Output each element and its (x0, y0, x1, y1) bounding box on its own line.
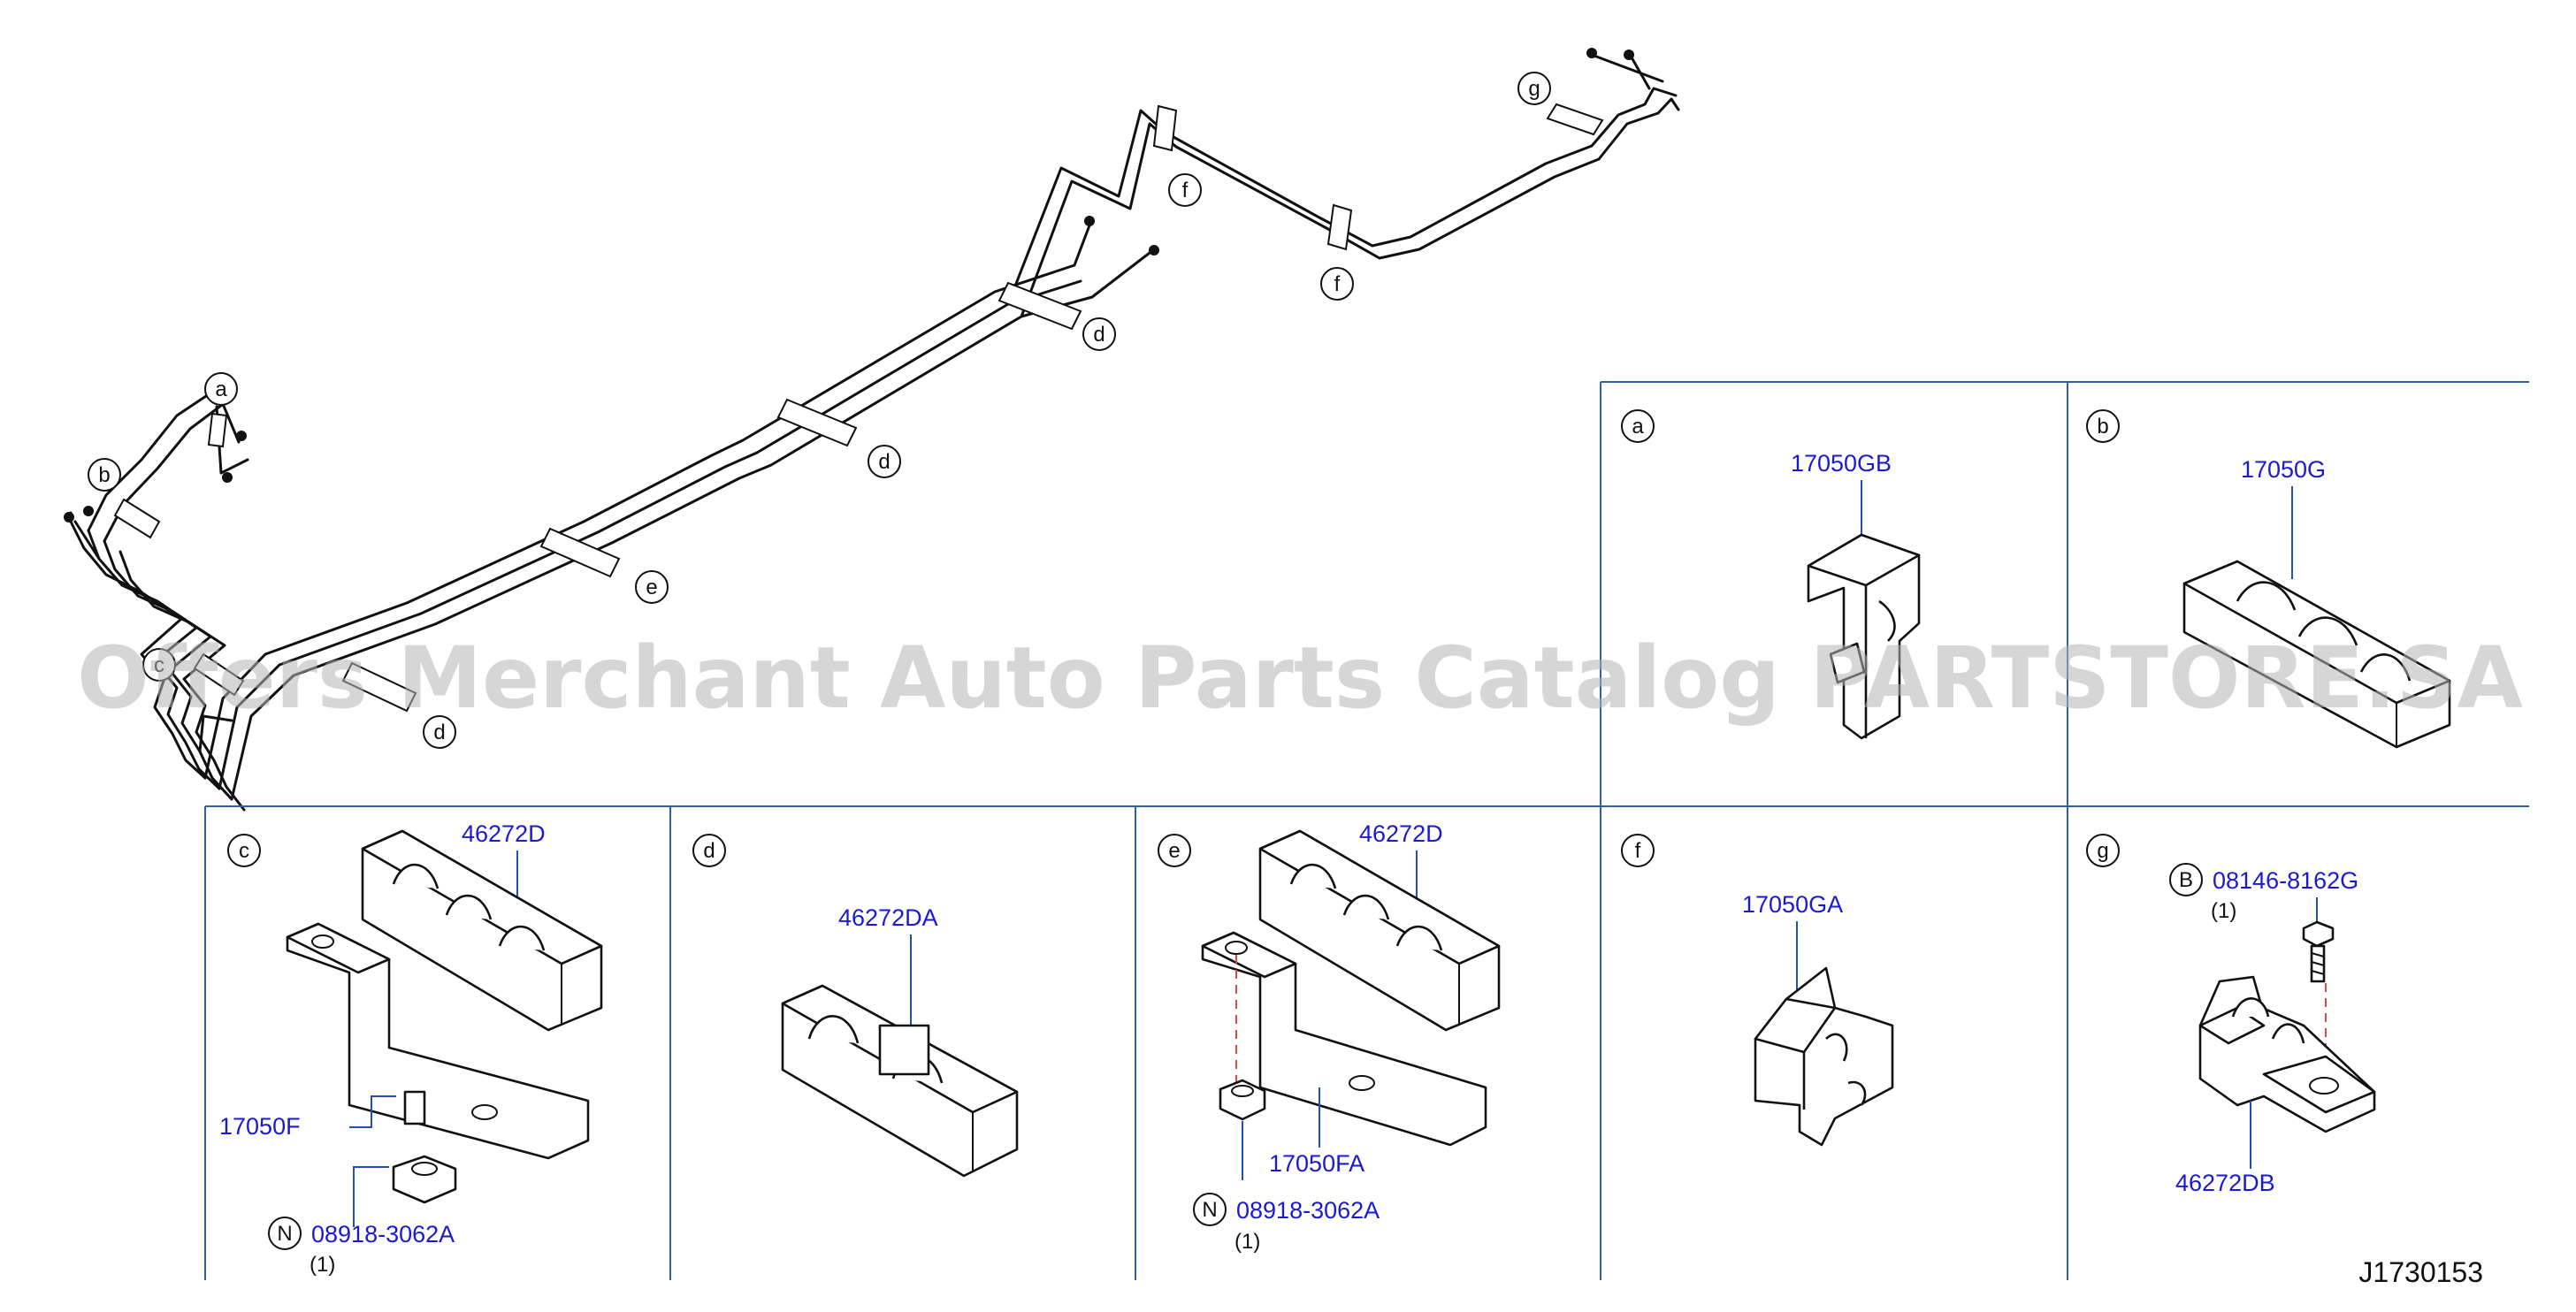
clip-17050GB (1807, 533, 1921, 740)
clip-46272DA (781, 984, 1019, 1178)
panel-c: c 46272D 17050F N 08918-3062A (1) (219, 820, 603, 1277)
panel-b: b 17050G (2086, 409, 2451, 749)
panel-a: a 17050GB (1621, 409, 1921, 740)
panel-f: f 17050GA (1621, 834, 1894, 1147)
svg-text:f: f (1334, 272, 1341, 296)
svg-text:d: d (878, 450, 890, 474)
svg-text:e: e (646, 576, 657, 599)
callout-f-2: f (1320, 267, 1354, 301)
svg-text:a: a (215, 378, 227, 401)
clip-17050G (2182, 560, 2451, 749)
part-number-17050F: 17050F (219, 1113, 301, 1140)
svg-text:e: e (1168, 839, 1180, 863)
svg-text:g: g (2097, 839, 2108, 863)
part-number-46272D-c: 46272D (462, 820, 546, 847)
svg-text:c: c (154, 653, 164, 677)
nut-symbol-c: N (277, 1222, 292, 1246)
clip-46272DB (2198, 975, 2376, 1133)
bolt-08146-8162G (2302, 920, 2335, 983)
svg-text:f: f (1182, 179, 1189, 202)
part-number-08918-3062A-c: 08918-3062A (311, 1221, 455, 1247)
bolt-qty: (1) (2211, 899, 2236, 923)
callout-b: b (88, 458, 121, 492)
part-number-17050G: 17050G (2241, 456, 2326, 483)
svg-text:d: d (433, 721, 445, 744)
svg-text:f: f (1635, 839, 1641, 863)
svg-text:b: b (2097, 415, 2108, 439)
nut-qty-e: (1) (1234, 1230, 1260, 1254)
svg-text:d: d (703, 839, 715, 863)
callout-g: g (1517, 72, 1551, 105)
nut-qty-c: (1) (310, 1253, 335, 1277)
callout-d-3: d (1082, 317, 1116, 351)
panel-g: g B 08146-8162G (1) 46272DB (2086, 834, 2376, 1196)
svg-text:b: b (98, 463, 110, 487)
part-number-17050GB: 17050GB (1791, 450, 1892, 477)
part-number-08146-8162G: 08146-8162G (2213, 867, 2358, 894)
svg-text:a: a (1632, 415, 1644, 439)
clip-46272D-e (1258, 829, 1501, 1032)
part-number-08918-3062A-e: 08918-3062A (1236, 1197, 1380, 1224)
part-number-17050GA: 17050GA (1742, 891, 1843, 918)
tube-assembly (64, 48, 1680, 812)
callout-f-1: f (1168, 173, 1202, 207)
part-number-17050FA: 17050FA (1269, 1150, 1364, 1177)
panel-d: d 46272DA (692, 834, 1019, 1178)
svg-text:d: d (1093, 323, 1105, 347)
nut-e (1219, 1079, 1266, 1121)
part-number-46272D-e: 46272D (1359, 820, 1443, 847)
diagram-code: J1730153 (2358, 1256, 2483, 1288)
nut-symbol-e: N (1202, 1198, 1217, 1222)
bracket-17050FA (1201, 931, 1487, 1147)
clip-46272D-c (361, 829, 603, 1032)
panel-frames (204, 381, 2529, 1280)
part-number-46272DB: 46272DB (2175, 1170, 2275, 1196)
part-number-46272DA: 46272DA (838, 904, 938, 931)
callout-e: e (635, 570, 669, 604)
nut-c (392, 1155, 457, 1204)
callout-d-1: d (423, 715, 456, 749)
bracket-17050F (286, 922, 590, 1160)
bolt-symbol: B (2179, 868, 2193, 892)
svg-text:g: g (1528, 77, 1540, 101)
callout-c: c (142, 648, 176, 682)
watermark: Offers Merchant Auto Parts Catalog PARTS… (77, 629, 2523, 728)
callout-a: a (204, 372, 238, 406)
panel-e: e 46272D 17050FA N 08918-3062A (1) (1158, 820, 1501, 1254)
svg-text:c: c (239, 839, 249, 863)
clip-17050GA (1754, 966, 1894, 1147)
callout-d-2: d (868, 445, 901, 478)
